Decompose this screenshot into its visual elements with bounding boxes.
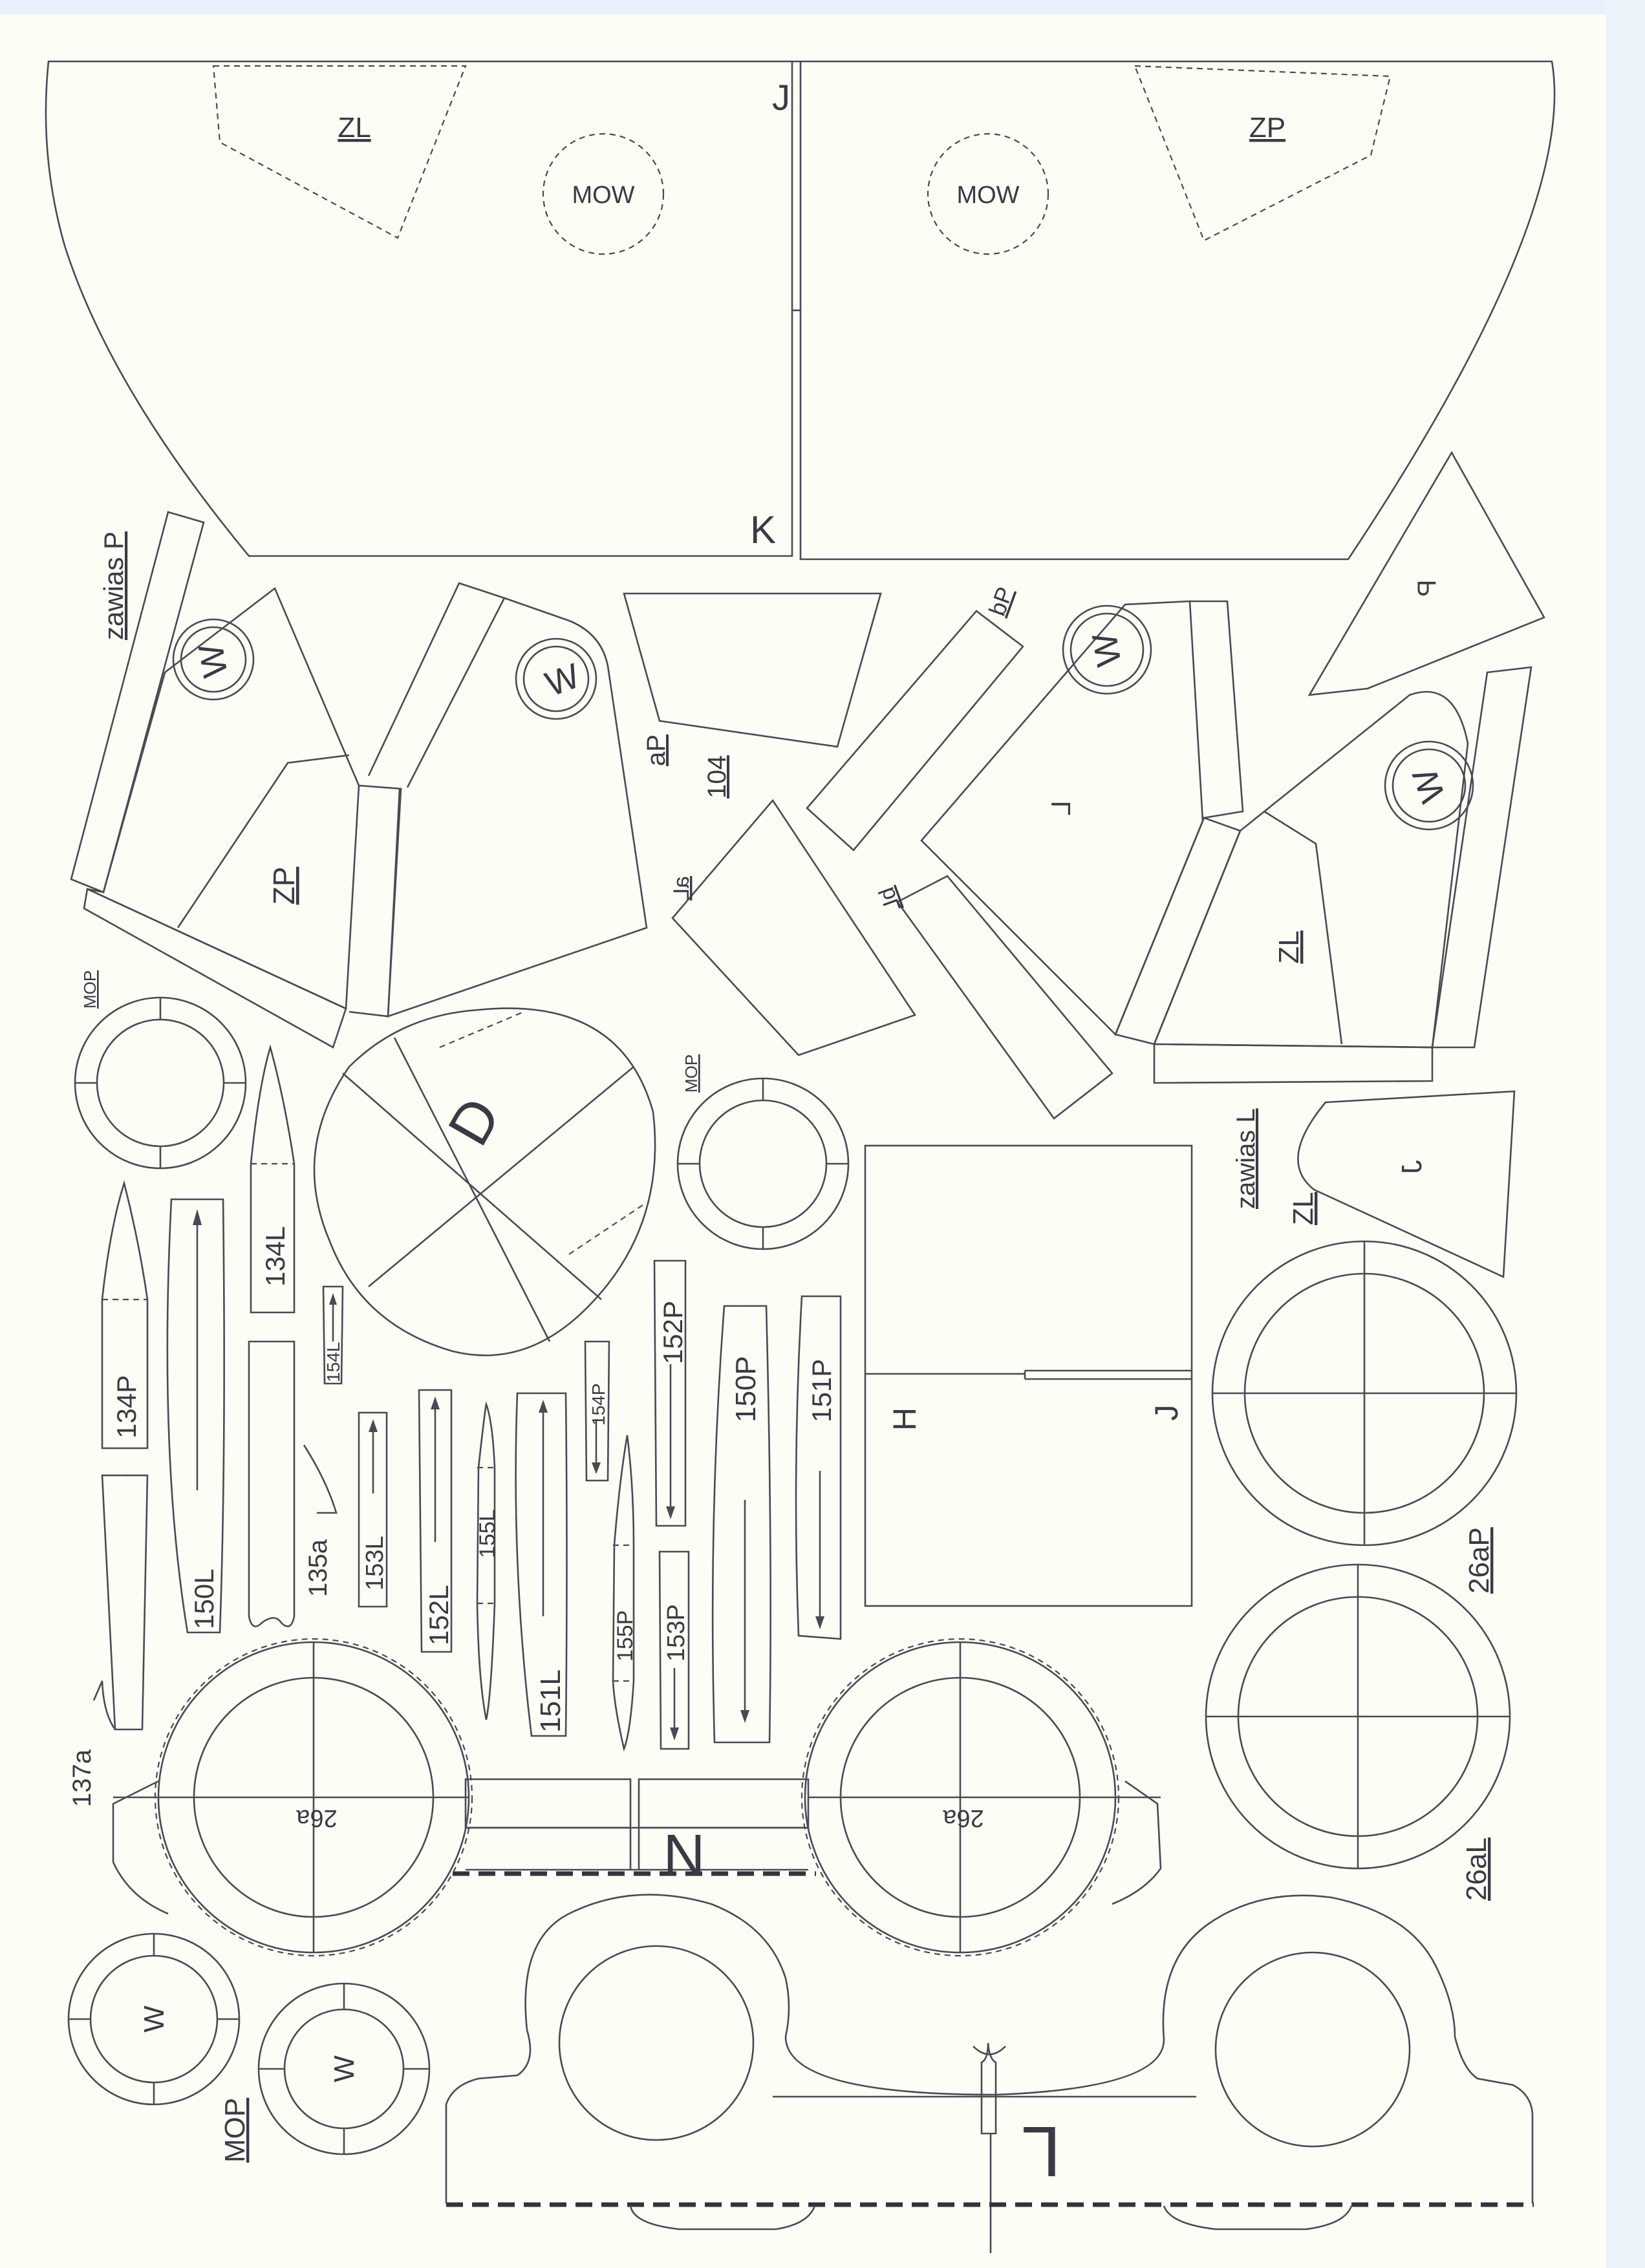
label-153p: 153P (663, 1604, 690, 1662)
label-l-flap: L (1046, 800, 1076, 815)
flap-group-center: aP 104 aL bP bL (623, 583, 1113, 1120)
label-k: K (750, 508, 776, 551)
hj-rectangle: H J (864, 1144, 1193, 1607)
label-150p: 150P (730, 1356, 762, 1422)
label-mop-1: MOP (80, 970, 100, 1009)
label-h: H (887, 1407, 923, 1431)
wing-panel-top: ZL ZP MOW MOW J K (45, 60, 1556, 561)
flap-group-left: W W ZP zawias P (70, 511, 648, 1049)
label-zp-mid: ZP (267, 867, 301, 905)
label-j-rect: J (1148, 1405, 1185, 1421)
label-n: N (663, 1822, 705, 1887)
l-panel: L (445, 1894, 1534, 2253)
d-piece: D (313, 1007, 656, 1356)
label-26a-left: 26a (296, 1804, 337, 1832)
label-134p: 134P (111, 1375, 142, 1439)
struts-group: 134L 134P 137a 150L 135a 154L 153L 152L (68, 1044, 842, 1807)
label-zawias-p: zawias P (98, 531, 129, 640)
label-j-tri: J (1396, 1160, 1428, 1174)
label-mow-left: MOW (572, 182, 634, 209)
label-154l: 154L (323, 1342, 343, 1382)
label-w-5: W (138, 2006, 170, 2033)
label-d: D (436, 1087, 513, 1156)
label-zawias-l: zawias L (1232, 1108, 1260, 1209)
label-152l: 152L (424, 1585, 454, 1645)
label-mop-2: MOP (682, 1054, 701, 1093)
label-137a: 137a (68, 1749, 96, 1807)
wheel-26ap: 26aP (1211, 1240, 1518, 1594)
label-zp-top: ZP (1249, 112, 1285, 144)
scan-right-edge (1606, 0, 1645, 2268)
label-al: aL (669, 876, 694, 901)
label-w-2: W (541, 656, 585, 704)
wheel-26al: 26aL (1205, 1563, 1511, 1901)
label-134l: 134L (260, 1226, 290, 1287)
hinge-l-piece: zawias L ZL J (1232, 1090, 1516, 1278)
label-w-4: W (1405, 764, 1453, 808)
label-bl: bL (874, 884, 906, 915)
scan-top-edge (0, 0, 1645, 14)
w-ring-2: W MOP (219, 1982, 431, 2163)
label-153l: 153L (361, 1535, 389, 1590)
label-135a: 135a (304, 1539, 332, 1597)
label-mow-right: MOW (956, 182, 1019, 209)
label-bp: bP (984, 583, 1018, 619)
flap-group-right: W W L P ZL (920, 451, 1545, 1084)
label-j-top: J (772, 77, 790, 118)
mop-ring-left: MOP (74, 970, 247, 1170)
label-155p: 155P (613, 1610, 638, 1662)
w-ring-1: W (67, 1932, 241, 2106)
label-104: 104 (703, 755, 731, 798)
label-151l: 151L (535, 1669, 566, 1733)
label-155l: 155L (475, 1509, 500, 1558)
label-151p: 151P (806, 1359, 837, 1422)
label-mop-3: MOP (219, 2098, 251, 2163)
mop-ring-center: MOP (676, 1054, 850, 1250)
label-l-big: L (1021, 2112, 1060, 2191)
label-w-3: W (1085, 630, 1129, 670)
label-154p: 154P (588, 1384, 608, 1426)
label-w-1: W (191, 641, 235, 681)
n-panel: 26a 26a N (112, 1638, 1162, 1957)
label-150l: 150L (189, 1569, 219, 1629)
label-26ap: 26aP (1463, 1527, 1495, 1594)
label-26al: 26aL (1461, 1837, 1492, 1901)
label-26a-right: 26a (942, 1804, 984, 1832)
label-w-6: W (328, 2055, 360, 2082)
label-zl-top: ZL (338, 112, 371, 144)
label-p-flap: P (1413, 580, 1441, 597)
label-zl-mid: ZL (1273, 930, 1305, 963)
label-152p: 152P (658, 1301, 688, 1364)
label-ap: aP (642, 734, 671, 766)
label-zl-low: ZL (1287, 1192, 1319, 1225)
